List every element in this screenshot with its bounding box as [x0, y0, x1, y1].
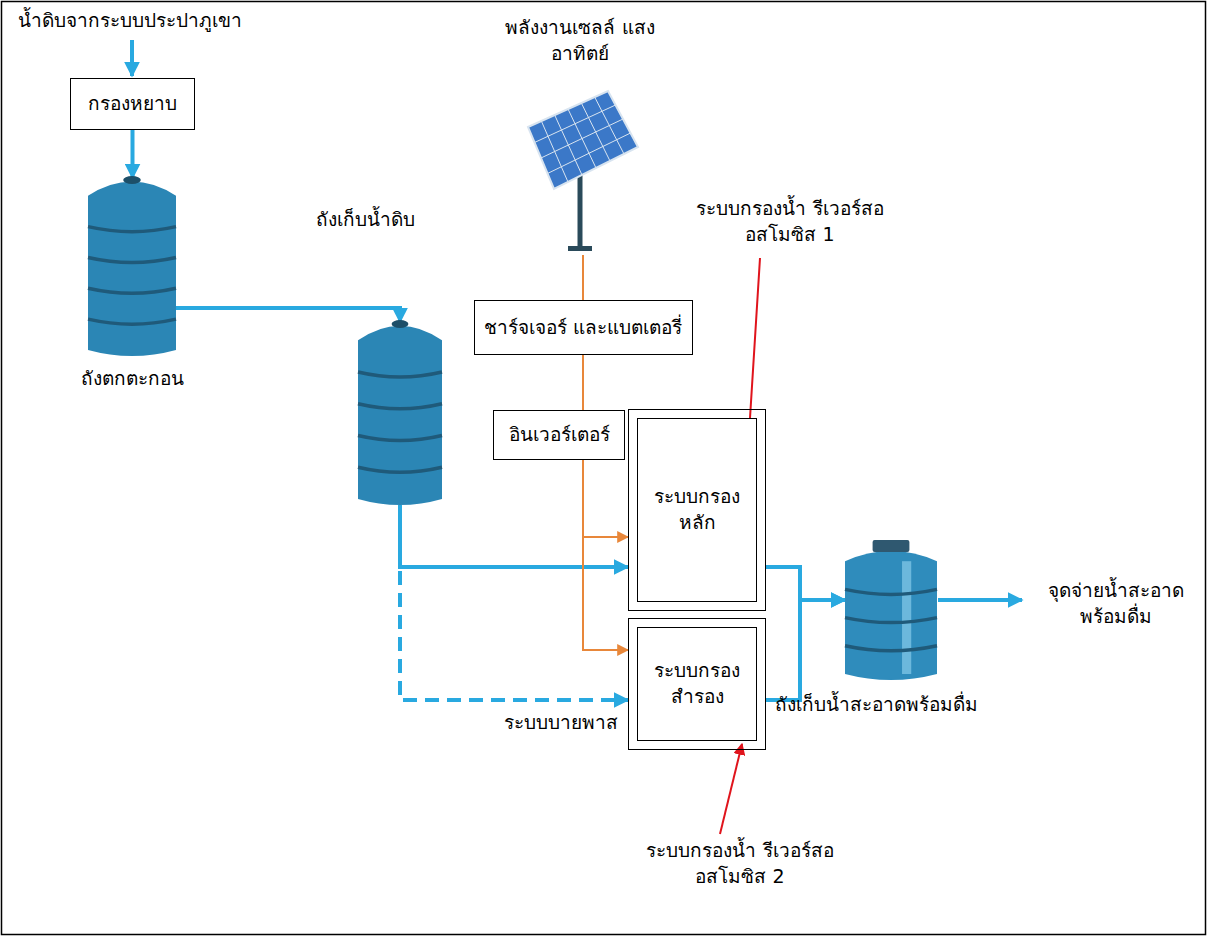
node-text: ชาร์จเจอร์ และแบตเตอรี่	[484, 315, 682, 341]
source-label: น้ำดิบจากระบบประปาภูเขา	[18, 8, 242, 34]
raw-water-tank: ถังเก็บน้ำดิบ	[358, 322, 442, 505]
outflow-arrow	[938, 598, 1022, 602]
tank-illustration	[845, 548, 937, 680]
connector-group	[400, 505, 628, 700]
clean-water-tank: ถังเก็บน้ำสะอาดพร้อมดื่ม	[845, 548, 937, 680]
connector-group	[583, 460, 628, 537]
bypass-label: ระบบบายพาส	[470, 710, 618, 736]
connector-group	[583, 255, 584, 300]
connector-group	[766, 600, 845, 700]
process-box: อินเวอร์เตอร์	[493, 410, 625, 460]
power-wire	[582, 355, 584, 410]
filter-box: ระบบกรอง หลัก	[637, 418, 757, 602]
tank-illustration	[88, 178, 176, 356]
water-pipe	[766, 567, 845, 600]
node-text: ระบบกรอง สำรอง	[646, 658, 748, 709]
process-box: กรองหยาบ	[70, 78, 195, 130]
water-pipe	[176, 308, 400, 322]
node-text: พลังงานเซลล์ แสงอาทิตย์	[505, 15, 655, 66]
power-wire	[582, 255, 584, 300]
node-text: ถังเก็บน้ำสะอาดพร้อมดื่ม	[775, 692, 978, 718]
connector-group	[132, 130, 133, 178]
tank-illustration	[358, 322, 442, 505]
connector-group	[176, 308, 400, 322]
connector-group	[583, 460, 628, 650]
water-pipe	[400, 505, 628, 700]
water-pipe	[766, 600, 845, 700]
settling-tank: ถังตกตะกอน	[88, 178, 176, 356]
outlet-label: จุดจ่ายน้ำสะอาด พร้อมดื่ม	[1028, 578, 1203, 629]
node-text: กรองหยาบ	[88, 91, 177, 117]
callout-label: ระบบกรองน้ำ รีเวอร์สออสโมซิส 1	[690, 196, 890, 247]
process-box: ชาร์จเจอร์ และแบตเตอรี่	[474, 300, 693, 355]
filter-box: ระบบกรอง สำรอง	[637, 627, 757, 741]
node-text: ระบบกรอง หลัก	[646, 484, 748, 535]
solar-illustration	[520, 85, 640, 255]
connector-group	[766, 567, 845, 600]
inflow-arrow	[130, 40, 134, 76]
solar-panel: พลังงานเซลล์ แสงอาทิตย์	[520, 85, 640, 255]
water-pipe	[131, 130, 135, 178]
node-text: ถังเก็บน้ำดิบ	[316, 207, 415, 233]
node-text: ถังตกตะกอน	[81, 366, 184, 392]
node-text: อินเวอร์เตอร์	[509, 422, 610, 448]
pointer-arrow	[720, 744, 742, 834]
power-wire	[583, 460, 628, 650]
power-wire	[583, 460, 628, 537]
connector-group	[583, 355, 584, 410]
callout-label: ระบบกรองน้ำ รีเวอร์สออสโมซิส 2	[640, 838, 840, 889]
